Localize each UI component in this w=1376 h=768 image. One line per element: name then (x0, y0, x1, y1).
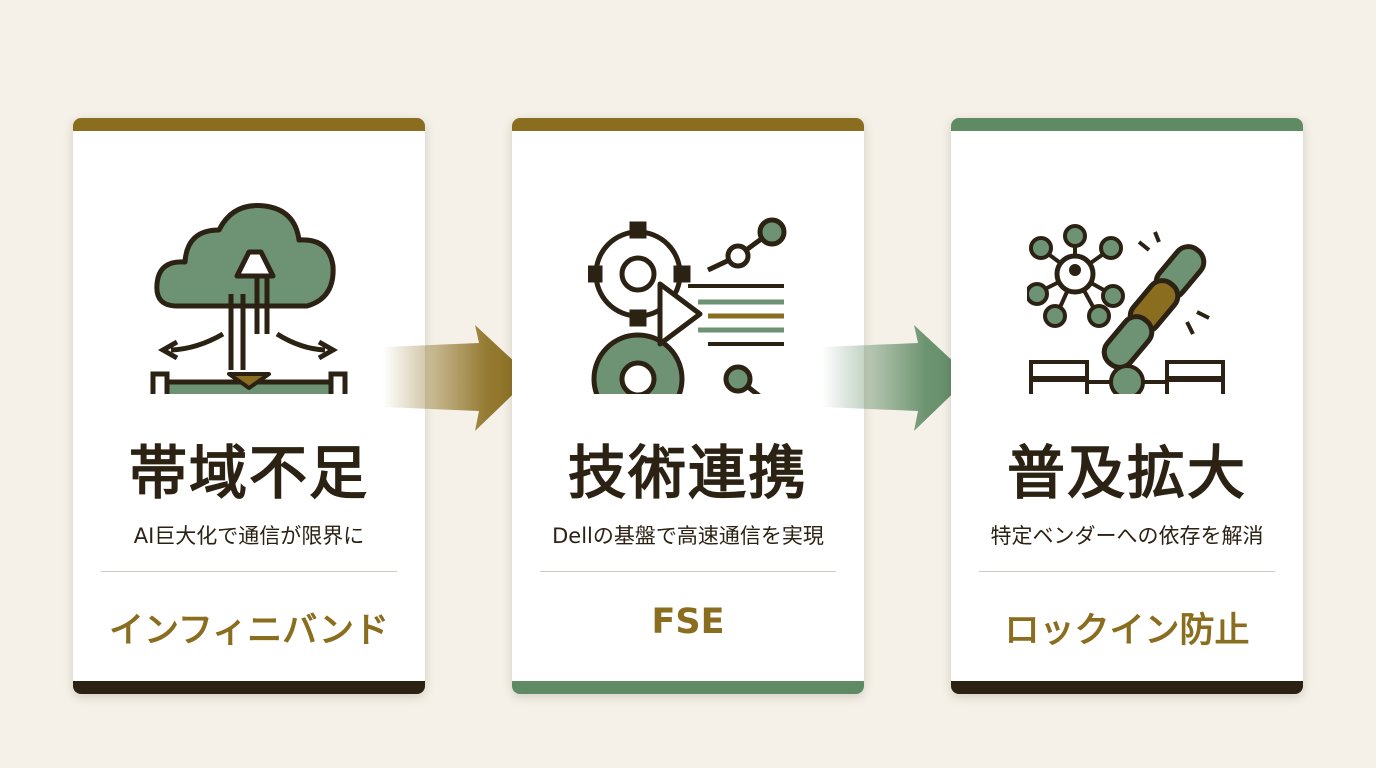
cloud-pipeline-icon (150, 203, 348, 394)
arrow-right-icon (383, 325, 531, 431)
card-bottom-bar (73, 681, 425, 694)
step-card-1: 帯域不足 AI巨大化で通信が限界に インフィニバンド (73, 118, 425, 694)
card-top-bar (73, 118, 425, 131)
step-title: 帯域不足 (128, 439, 369, 507)
divider (101, 571, 397, 572)
card-bottom-bar (951, 681, 1303, 694)
step-subtitle: 特定ベンダーへの依存を解消 (990, 524, 1264, 548)
step-title: 技術連携 (567, 439, 808, 507)
step-card-3: 普及拡大 特定ベンダーへの依存を解消 ロックイン防止 (951, 118, 1303, 694)
arrow-right-icon (822, 325, 970, 431)
step-tag: FSE (651, 602, 725, 642)
step-subtitle: AI巨大化で通信が限界に (133, 524, 365, 548)
divider (540, 571, 836, 572)
divider (979, 571, 1275, 572)
step-card-2: 技術連携 Dellの基盤で高速通信を実現 FSE (512, 118, 864, 694)
step-title: 普及拡大 (1006, 439, 1247, 507)
broken-chain-servers-icon (1027, 224, 1225, 394)
step-tag: インフィニバンド (108, 611, 389, 651)
step-subtitle: Dellの基盤で高速通信を実現 (552, 524, 824, 548)
card-top-bar (951, 118, 1303, 131)
card-bottom-bar (512, 681, 864, 694)
step-tag: ロックイン防止 (1004, 611, 1250, 651)
gears-network-icon (588, 217, 787, 394)
card-top-bar (512, 118, 864, 131)
